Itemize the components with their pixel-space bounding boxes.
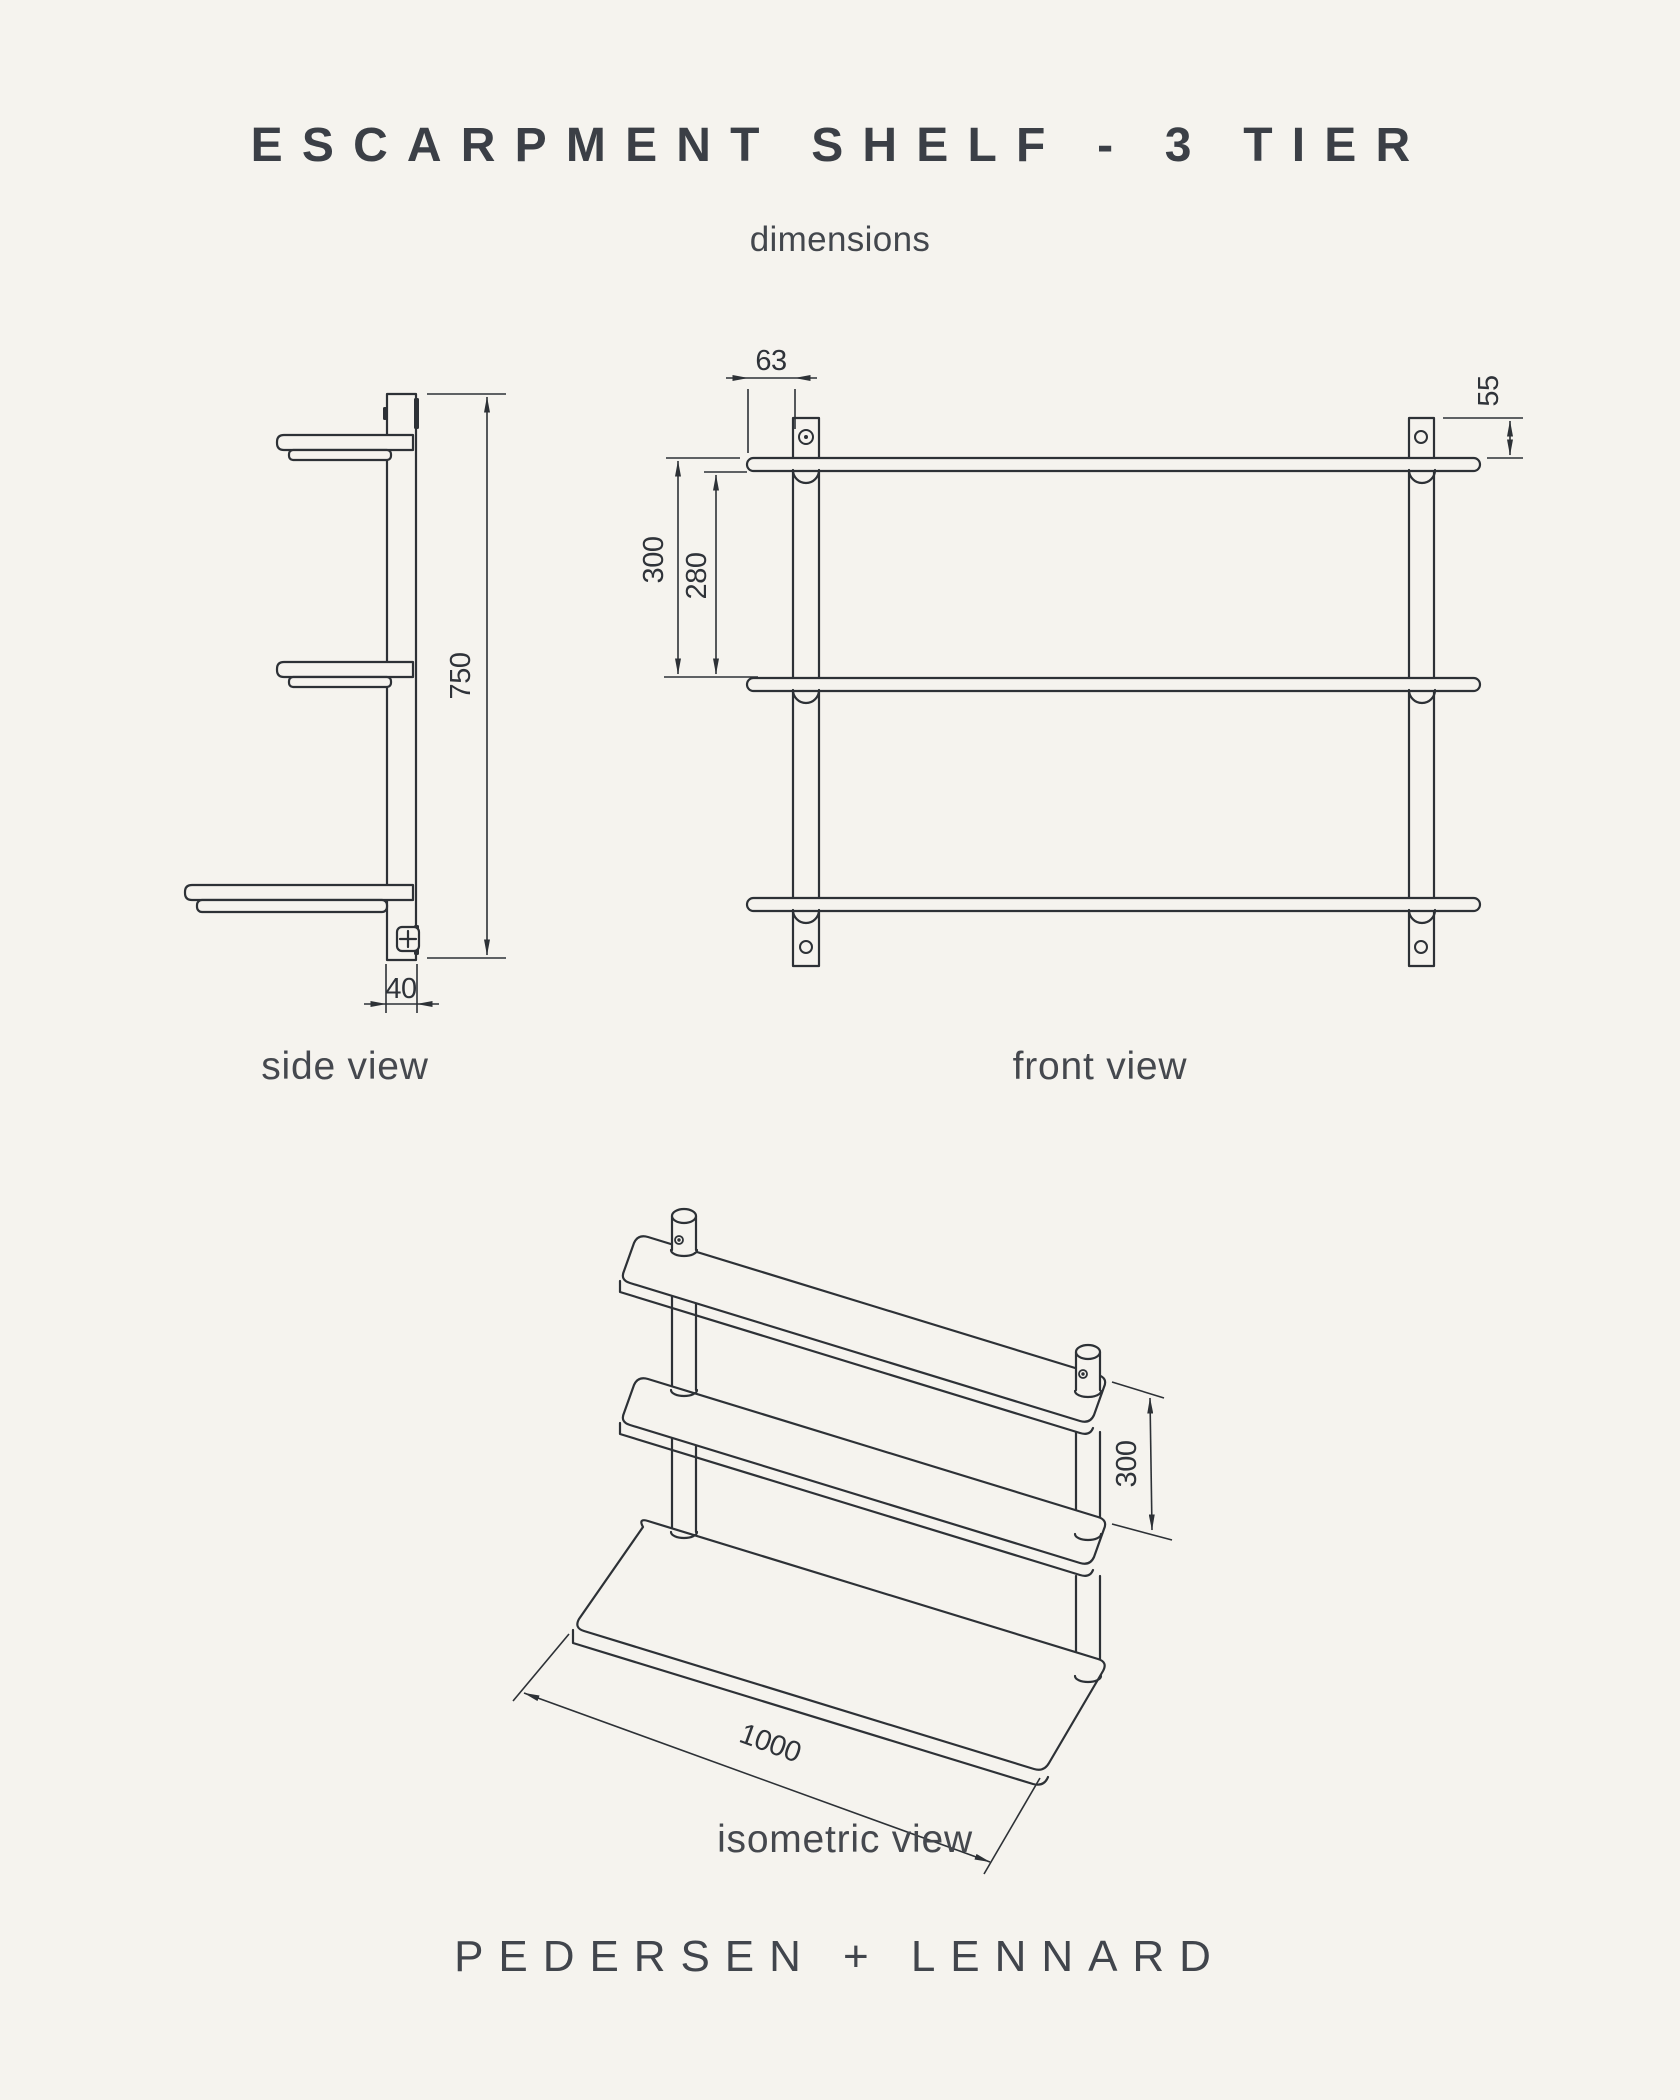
dim-750-value: 750 <box>445 653 477 700</box>
dim-1000-value: 1000 <box>735 1718 805 1769</box>
side-shelf-2 <box>275 660 415 679</box>
dim-300-front-value: 300 <box>638 537 670 584</box>
iso-post-stub-left <box>670 1207 698 1252</box>
side-shelf-2-lip <box>287 675 393 689</box>
dim-63-value: 63 <box>755 345 786 377</box>
dim-280-value: 280 <box>681 553 713 600</box>
front-view-drawing: 63 55 300 280 <box>638 345 1523 968</box>
side-shelf-3-lip <box>195 898 389 914</box>
iso-post-stub-right <box>1074 1343 1102 1392</box>
dim-300-iso: 300 <box>1111 1381 1173 1541</box>
brand-logo-text: PEDERSEN + LENNARD <box>454 1932 1226 1981</box>
screw-icon <box>395 925 421 953</box>
side-view-label: side view <box>261 1045 429 1088</box>
bracket-tab-top-icon <box>383 407 387 420</box>
shelf-lugs <box>791 468 1437 925</box>
dim-40: 40 <box>364 964 439 1013</box>
dim-63: 63 <box>726 345 817 453</box>
dim-280: 280 <box>681 471 747 675</box>
bracket-slot-top-icon <box>414 398 419 429</box>
front-shelf-3 <box>745 896 1482 913</box>
side-shelf-1 <box>275 433 415 452</box>
dim-55-value: 55 <box>1473 375 1505 406</box>
iso-shelf-1 <box>621 1235 1107 1423</box>
dim-300-iso-value: 300 <box>1111 1441 1143 1488</box>
side-view-drawing: 750 40 <box>183 392 506 1013</box>
page-subtitle: dimensions <box>749 220 931 259</box>
side-shelf-1-lip <box>287 448 393 462</box>
dim-40-value: 40 <box>385 973 416 1005</box>
dim-750: 750 <box>427 393 506 959</box>
mounting-holes <box>798 429 1428 954</box>
side-shelf-3 <box>183 883 415 902</box>
isometric-view-label: isometric view <box>717 1818 973 1861</box>
dim-300-front: 300 <box>638 457 758 678</box>
iso-shelf-2 <box>621 1377 1107 1565</box>
front-shelf-2 <box>745 676 1482 693</box>
iso-lugs <box>669 1248 1103 1684</box>
front-shelf-1 <box>745 456 1482 473</box>
isometric-view-drawing: 300 1000 <box>512 1207 1173 1875</box>
dim-55: 55 <box>1443 375 1523 459</box>
page-title: ESCARPMENT SHELF - 3 TIER <box>250 119 1430 172</box>
front-view-label: front view <box>1012 1045 1188 1088</box>
